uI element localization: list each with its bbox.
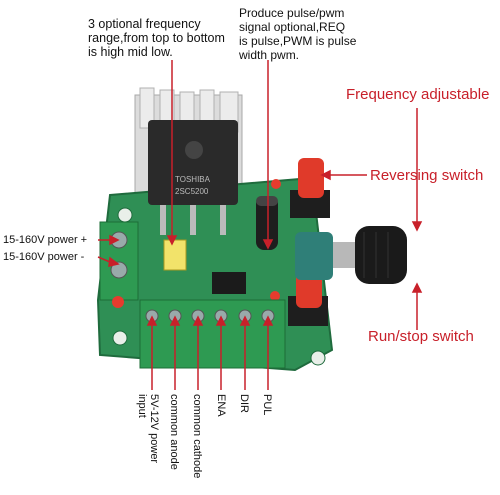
- power-transistor: TOSHIBA 2SC5200: [148, 120, 238, 235]
- pulse-mode-note: Produce pulse/pwm signal optional,REQ is…: [239, 6, 379, 62]
- reversing-switch: [290, 158, 330, 218]
- power-plus-label: 15-160V power +: [3, 234, 88, 246]
- frequency-range-line-2: range,from top to bottom: [88, 31, 225, 45]
- frequency-range-line-3: is high mid low.: [88, 45, 173, 59]
- reversing-switch-label: Reversing switch: [370, 167, 484, 184]
- run-stop-switch-label: Run/stop switch: [368, 328, 474, 345]
- frequency-range-note: 3 optional frequency range,from top to b…: [88, 17, 238, 59]
- pulse-mode-line-1: Produce pulse/pwm: [239, 6, 345, 20]
- pulse-mode-line-3: is pulse,PWM is pulse: [239, 34, 357, 48]
- signal-terminal-block: [139, 299, 286, 369]
- led-top: [271, 179, 281, 189]
- terminal-label-dir: DIR: [238, 394, 250, 413]
- svg-text:TOSHIBA: TOSHIBA: [175, 175, 211, 184]
- terminal-label-common-cathode: common cathode: [191, 394, 203, 479]
- capacitor: [256, 196, 278, 250]
- terminal-label-common-anode: common anode: [168, 394, 180, 470]
- frequency-adjustable-label: Frequency adjustable: [346, 86, 490, 103]
- led-mid: [270, 291, 280, 301]
- pulse-mode-line-4: width pwm.: [239, 48, 300, 62]
- led-left: [112, 296, 124, 308]
- terminal-label-ena: ENA: [215, 394, 227, 417]
- driver-chip: [212, 272, 246, 294]
- annotation-arrows: [97, 60, 423, 390]
- frequency-potentiometer: [295, 226, 407, 284]
- terminal-label-pul: PUL: [261, 394, 273, 416]
- power-terminal-block: [99, 221, 139, 301]
- frequency-range-line-1: 3 optional frequency: [88, 17, 201, 31]
- frequency-jumper: [163, 239, 187, 271]
- svg-text:2SC5200: 2SC5200: [175, 187, 209, 196]
- terminal-label-power-input: 5V-12V power input: [136, 394, 160, 464]
- pulse-mode-line-2: signal optional,REQ: [239, 20, 346, 34]
- power-minus-label: 15-160V power -: [3, 251, 85, 263]
